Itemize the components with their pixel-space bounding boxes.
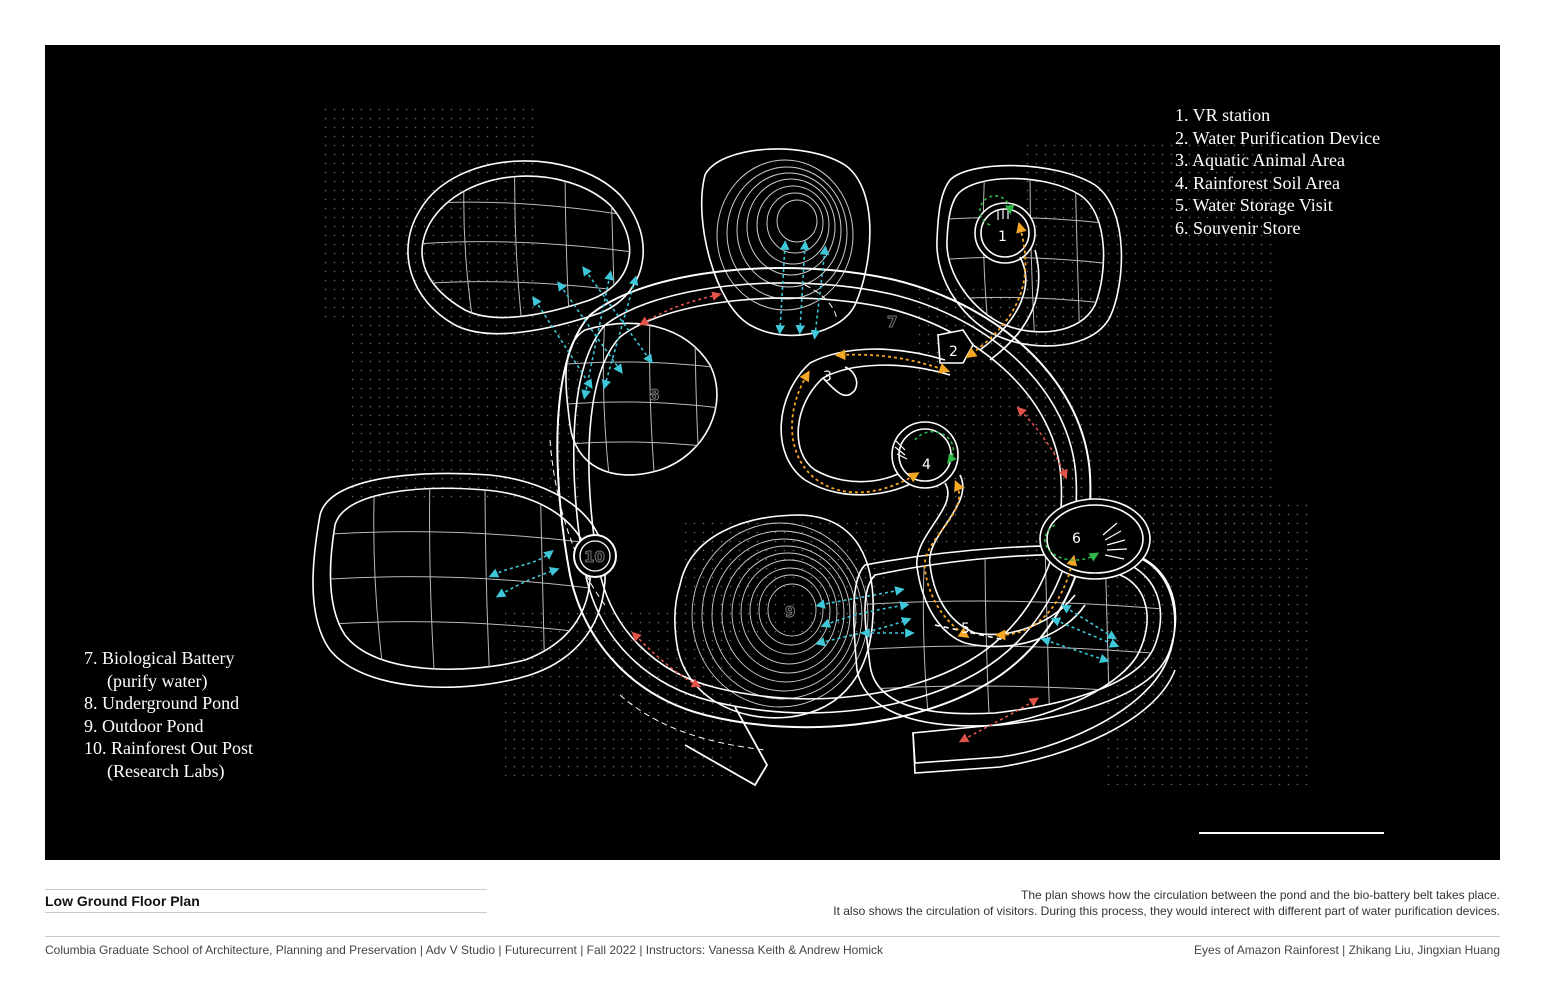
- plan-title: Low Ground Floor Plan: [45, 893, 200, 909]
- description-line: It also shows the circulation of visitor…: [833, 904, 1500, 918]
- floor-plan-panel: 1 2 3 4 5 6 7 8 9 10 1. VR station 2. Wa…: [45, 45, 1500, 860]
- legend-item: 9. Outdoor Pond: [84, 715, 204, 736]
- legend-top: 1. VR station 2. Water Purification Devi…: [1175, 104, 1380, 240]
- legend-item-subtext: (Research Labs): [107, 760, 225, 781]
- legend-item: 4. Rainforest Soil Area: [1175, 172, 1340, 193]
- biological-battery-belt: [549, 266, 1092, 787]
- visitor-circulation-arrows: [791, 221, 1078, 641]
- station-number-6: 6: [1072, 531, 1081, 547]
- legend-item: 2. Water Purification Device: [1175, 127, 1381, 148]
- station-number-10: 10: [584, 548, 605, 566]
- station-number-9: 9: [785, 603, 795, 621]
- floor-plan-drawing: 1 2 3 4 5 6 7 8 9 10: [312, 105, 1315, 787]
- legend-bottom: 7. Biological Battery (purify water) 8. …: [84, 647, 253, 783]
- legend-item: 6. Souvenir Store: [1175, 217, 1301, 238]
- title-rule-top: [45, 889, 487, 890]
- legend-item: 8. Underground Pond: [84, 693, 240, 714]
- station-number-5: 5: [961, 621, 970, 637]
- footer-credits: Columbia Graduate School of Architecture…: [45, 943, 884, 957]
- description-line: The plan shows how the circulation betwe…: [1021, 888, 1500, 902]
- station-number-7: 7: [887, 313, 897, 331]
- station-numbers: 1 2 3 4 5 6 7 8 9 10: [584, 229, 1082, 637]
- station-number-3: 3: [823, 369, 832, 385]
- battery-flow-arrows: [631, 291, 1068, 743]
- station-loop-arrows: [914, 195, 1100, 562]
- water-flow-arrows: [488, 240, 1120, 664]
- footer-rule: [45, 936, 1500, 937]
- footer-project: Eyes of Amazon Rainforest | Zhikang Liu,…: [1194, 943, 1500, 957]
- legend-item: 10. Rainforest Out Post: [84, 738, 253, 759]
- legend-item: 3. Aquatic Animal Area: [1175, 150, 1345, 171]
- scale-bar: [1199, 832, 1384, 834]
- legend-item: 5. Water Storage Visit: [1175, 195, 1333, 216]
- legend-item-subtext: (purify water): [107, 670, 208, 691]
- station-number-4: 4: [922, 457, 931, 473]
- station-number-8: 8: [649, 386, 659, 404]
- station-number-2: 2: [949, 344, 958, 360]
- station-number-1: 1: [998, 229, 1007, 245]
- plan-description: The plan shows how the circulation betwe…: [833, 887, 1500, 919]
- legend-item: 7. Biological Battery: [84, 648, 235, 668]
- title-rule-bottom: [45, 912, 487, 913]
- legend-item: 1. VR station: [1175, 105, 1271, 125]
